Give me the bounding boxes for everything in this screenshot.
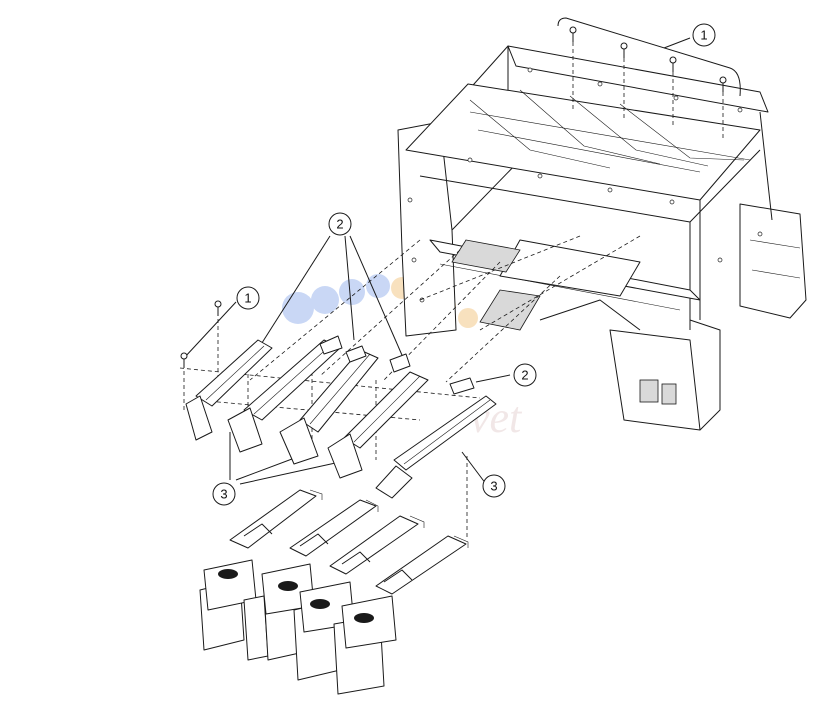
printer-frame [397,45,807,431]
top-screws [569,26,727,140]
toner-cartridges [199,489,469,695]
callout-1-top-label: 1 [700,28,707,43]
callout-2-right-label: 2 [521,368,528,383]
developer-rails [185,335,497,499]
leader-lines [183,37,691,485]
callout-1-left: 1 [236,286,260,310]
callout-3-right: 3 [482,474,506,498]
callout-1-top: 1 [692,23,716,47]
callout-3-left-label: 3 [220,487,227,502]
top-screws-bracket [557,17,741,97]
callout-3-left: 3 [212,482,236,506]
callout-1-left-label: 1 [244,291,251,306]
callout-2-right: 2 [513,363,537,387]
callout-2-top-label: 2 [336,217,343,232]
callout-3-right-label: 3 [490,479,497,494]
callout-2-top: 2 [328,212,352,236]
left-screws [180,300,222,368]
alignment-lines [179,235,641,540]
